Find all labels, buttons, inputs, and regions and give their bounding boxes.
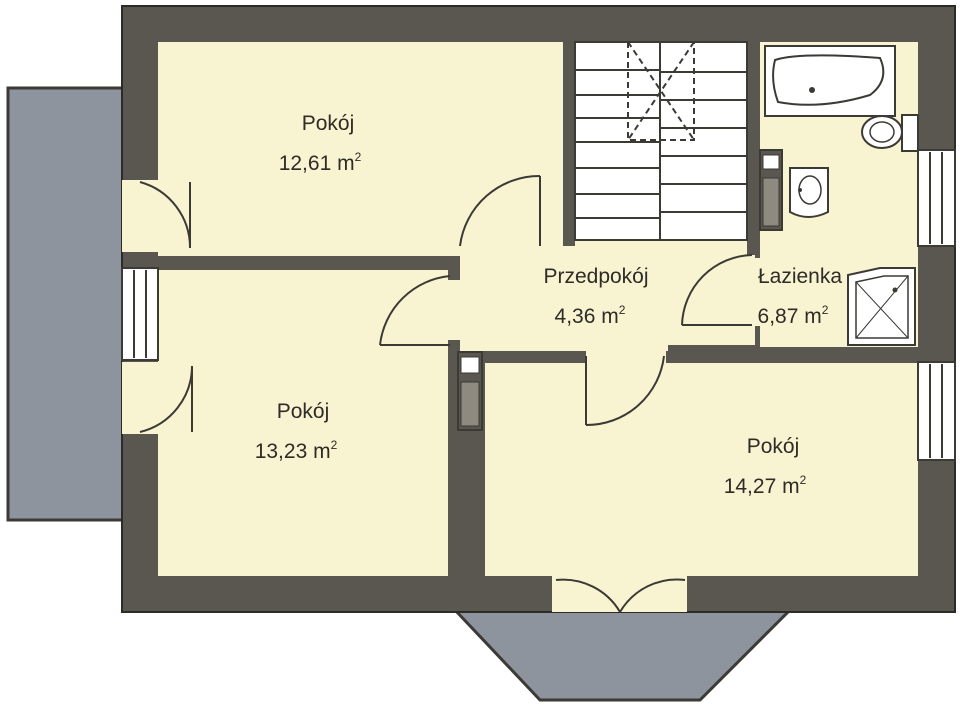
bath-area: 6,87 m2 [758,303,829,328]
room-nw-area: 12,61 m2 [279,150,362,175]
room-se-label: Pokój 14,27 m2 [724,435,807,498]
toilet-icon [861,114,919,152]
bath-label: Łazienka 6,87 m2 [758,265,843,328]
window-east-room [917,361,956,461]
hall-area: 4,36 m2 [555,303,626,328]
room-se-name: Pokój [747,435,800,458]
door-swing-w-hall [379,275,451,346]
shower-icon [847,267,916,346]
staircase [574,41,748,241]
door-swing-bath [681,254,753,326]
hall-door-gap-bath [752,258,762,326]
door-swing-nw-hall [459,174,541,247]
room-w-floor [158,270,448,576]
hall-door-gap-w [446,280,462,340]
hall-name: Przedpokój [543,265,648,288]
hall-label: Przedpokój 4,36 m2 [543,265,648,328]
west-door-gap-w [122,362,158,434]
door-swing-south-right [619,578,686,613]
bathtub-icon [764,45,896,117]
window-east-bath [917,149,956,247]
window-west [121,267,159,361]
south-door-gap [552,570,687,612]
room-nw-label: Pokój 12,61 m2 [279,112,362,175]
room-w-name: Pokój [277,400,330,423]
room-w-area: 13,23 m2 [255,438,338,463]
hall-door-gap-se [586,350,666,366]
south-balcony [451,608,794,702]
room-w-label: Pokój 13,23 m2 [255,400,338,463]
sink-icon [789,167,829,218]
door-swing-se-hall [585,355,665,427]
vent-duct-hall [457,351,483,431]
west-door-gap-nw [122,180,158,252]
room-se-area: 14,27 m2 [724,473,807,498]
hall-floor [460,240,755,352]
bath-name: Łazienka [758,265,842,288]
room-se-floor [485,363,918,576]
west-balcony [6,86,125,522]
door-swing-south-left [555,578,621,613]
room-nw-name: Pokój [302,112,355,135]
vent-duct-bath [759,149,783,231]
room-nw-floor [158,42,563,256]
